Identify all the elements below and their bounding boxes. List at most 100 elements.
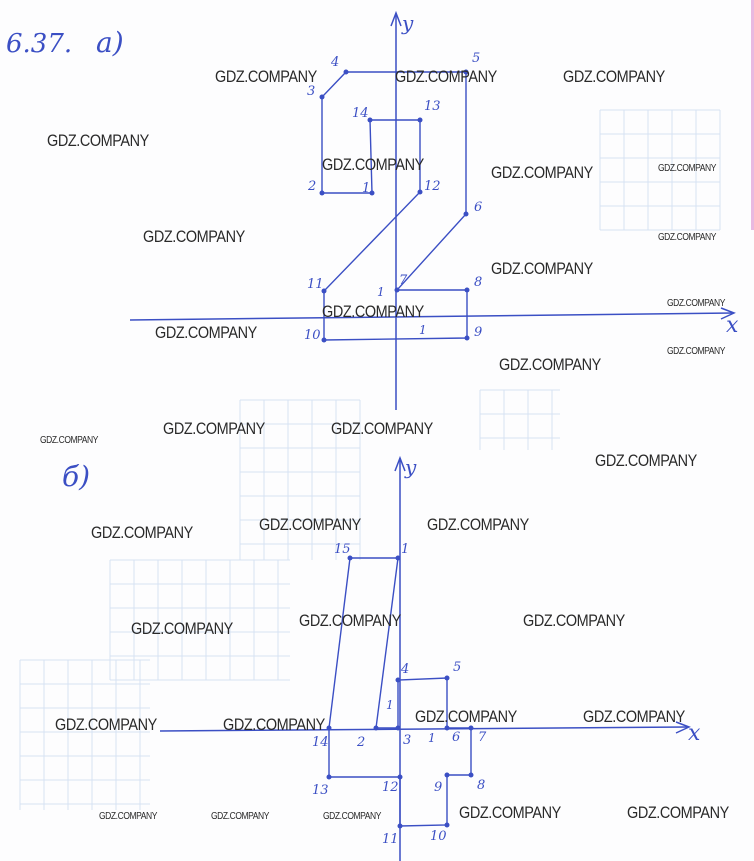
faint-grid-background <box>19 109 721 810</box>
figure-a-point-label: 9 <box>474 325 482 340</box>
figure-a-point-13 <box>417 117 423 123</box>
watermark: GDZ.COMPANY <box>99 811 157 822</box>
watermark: GDZ.COMPANY <box>155 323 257 342</box>
figure-b-point-10 <box>444 822 450 828</box>
y-axis-label-a: y <box>401 11 414 35</box>
x-axis-label-a: x <box>726 313 739 338</box>
figure-a-point-label: 11 <box>307 277 324 292</box>
watermark: GDZ.COMPANY <box>491 259 593 278</box>
figure-a-point-7 <box>394 287 400 293</box>
part-a-label: а) <box>96 26 124 59</box>
figure-b-point-label: 8 <box>477 778 485 793</box>
figure-a-point-label: 12 <box>424 179 441 194</box>
watermark: GDZ.COMPANY <box>415 707 517 726</box>
figure-b-point-label: 5 <box>453 660 461 675</box>
axes-b <box>159 455 691 861</box>
figure-a-point-11 <box>321 288 327 294</box>
axes-a <box>129 10 736 410</box>
figure-a-point-5 <box>463 69 469 75</box>
figure-a-point-3 <box>319 94 325 100</box>
watermark: GDZ.COMPANY <box>163 419 265 438</box>
figure-a-point-label: 8 <box>474 275 482 290</box>
y-axis-label-b: y <box>404 455 417 479</box>
watermark: GDZ.COMPANY <box>143 227 245 246</box>
watermark: GDZ.COMPANY <box>322 155 424 174</box>
watermark: GDZ.COMPANY <box>627 803 729 822</box>
watermark: GDZ.COMPANY <box>131 619 233 638</box>
figure-b-point-label: 13 <box>312 783 329 798</box>
figure-b-point-label: 15 <box>334 542 351 557</box>
watermark: GDZ.COMPANY <box>523 611 625 630</box>
watermark: GDZ.COMPANY <box>259 515 361 534</box>
x-arrow-a <box>720 307 736 320</box>
figure-b-point-12 <box>397 774 403 780</box>
x-unit-label-a: 1 <box>419 323 427 337</box>
figure-a-point-8 <box>464 287 470 293</box>
y-arrow-a <box>390 10 402 27</box>
figure-a-point-label: 3 <box>307 84 315 99</box>
watermark: GDZ.COMPANY <box>55 715 157 734</box>
x-axis-label-b: x <box>688 721 701 746</box>
figure-b-point-label: 4 <box>400 662 409 677</box>
figure-b-point-label: 9 <box>434 780 442 795</box>
figure-b-point-3 <box>395 725 401 731</box>
figure-b-point-8 <box>468 772 474 778</box>
figure-b-point-label: 14 <box>312 735 329 750</box>
figure-b-point-label: 1 <box>401 542 409 557</box>
figure-b-point-6 <box>444 725 450 731</box>
figure-a-point-label: 1 <box>362 181 370 196</box>
figure-b-point-9 <box>444 772 450 778</box>
y-arrow-b <box>394 455 406 472</box>
problem-number: 6.37. <box>6 29 72 59</box>
figure-a-point-label: 10 <box>304 328 321 343</box>
watermark: GDZ.COMPANY <box>331 419 433 438</box>
watermark: GDZ.COMPANY <box>595 451 697 470</box>
figure-a-point-14 <box>367 117 373 123</box>
watermark: GDZ.COMPANY <box>223 715 325 734</box>
figure-b-point-4 <box>395 677 401 683</box>
watermark: GDZ.COMPANY <box>667 346 725 357</box>
watermark: GDZ.COMPANY <box>499 355 601 374</box>
watermark: GDZ.COMPANY <box>395 67 497 86</box>
figure-b-point-label: 10 <box>430 829 447 844</box>
watermark: GDZ.COMPANY <box>40 435 98 446</box>
page-edge <box>751 0 754 230</box>
figure-b-point-label: 3 <box>403 733 411 748</box>
figure-b-point-13 <box>326 774 332 780</box>
y-unit-label-a: 1 <box>377 285 385 299</box>
figure-a-point-10 <box>321 337 327 343</box>
figure-b-outline <box>328 557 472 827</box>
figure-a-point-label: 6 <box>474 200 482 215</box>
figure-a-point-label: 14 <box>352 106 369 121</box>
figure-a-point-label: 7 <box>399 273 408 288</box>
watermark: GDZ.COMPANY <box>91 523 193 542</box>
figure-a-point-2 <box>319 190 325 196</box>
watermark: GDZ.COMPANY <box>323 811 381 822</box>
figure-b-point-5 <box>444 675 450 681</box>
figure-b-point-label: 7 <box>478 730 487 745</box>
watermark: GDZ.COMPANY <box>459 803 561 822</box>
figure-b-point-label: 11 <box>382 832 399 847</box>
figure-b-point-11 <box>397 823 403 829</box>
y-unit-label-b: 1 <box>386 698 394 712</box>
x-arrow-b <box>675 721 691 734</box>
figure-a-point-label: 4 <box>330 55 339 70</box>
watermark: GDZ.COMPANY <box>658 232 716 243</box>
figure-b-point-label: 12 <box>382 780 399 795</box>
figure-b-point-1 <box>395 555 401 561</box>
watermark: GDZ.COMPANY <box>427 515 529 534</box>
watermark: GDZ.COMPANY <box>211 811 269 822</box>
watermark: GDZ.COMPANY <box>299 611 401 630</box>
figure-b-point-label: 2 <box>356 735 365 750</box>
figure-b-point-label: 6 <box>452 730 460 745</box>
watermark: GDZ.COMPANY <box>583 707 685 726</box>
figure-a-point-label: 13 <box>424 99 441 114</box>
watermark: GDZ.COMPANY <box>658 163 716 174</box>
watermark: GDZ.COMPANY <box>491 163 593 182</box>
watermark: GDZ.COMPANY <box>47 131 149 150</box>
figure-a-point-6 <box>463 211 469 217</box>
